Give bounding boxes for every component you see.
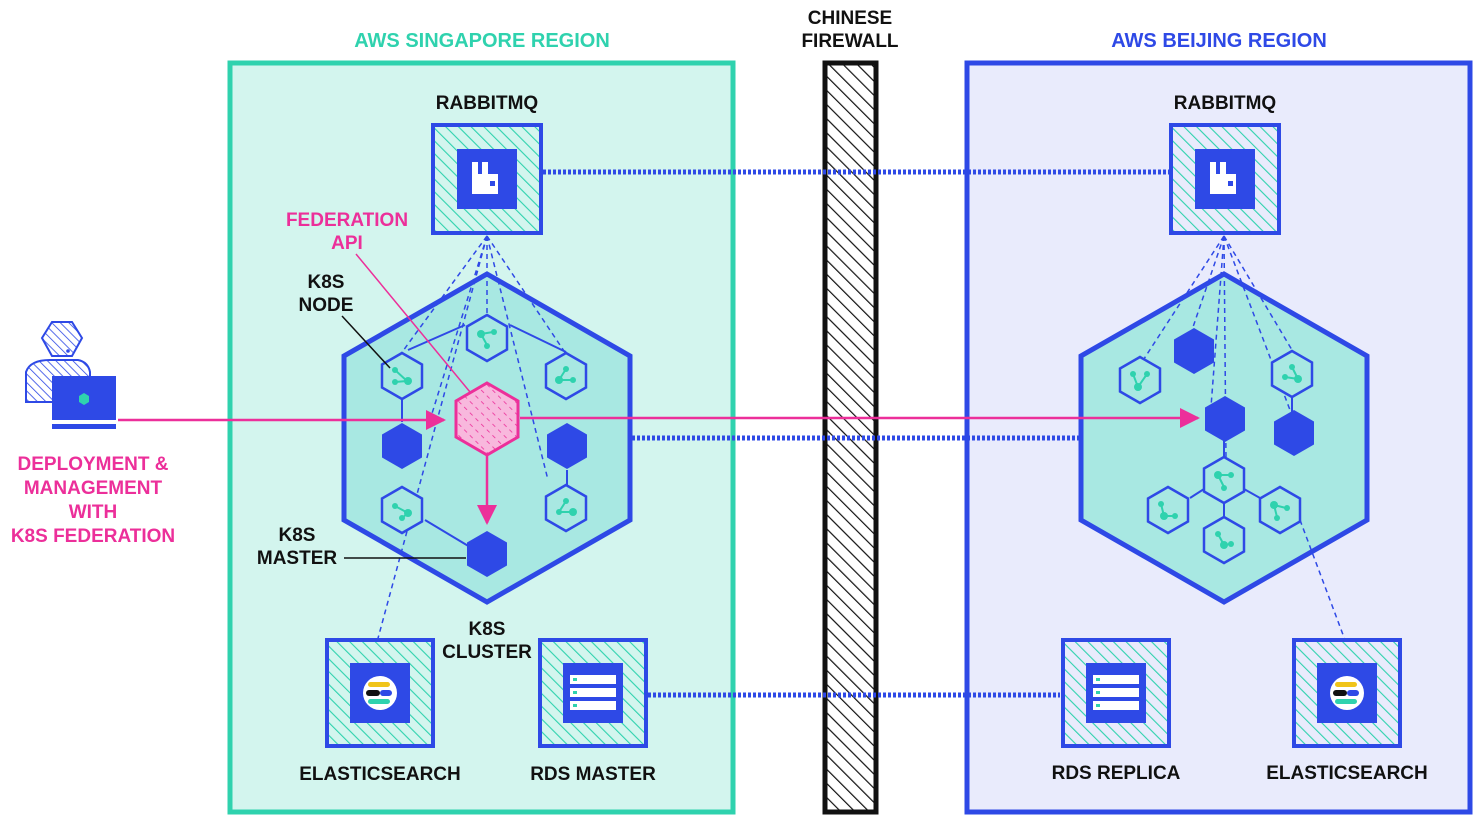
k8s-master-icon	[1274, 410, 1314, 456]
federation-arrows	[118, 253, 1200, 525]
singapore-rds-label: RDS MASTER	[530, 764, 656, 785]
firewall-label-line1: CHINESE	[808, 8, 892, 29]
k8s-node-icon	[544, 483, 588, 533]
federation-api-pointer	[355, 253, 471, 393]
k8s-cluster-label-line2: CLUSTER	[442, 642, 532, 663]
user-label-line3: WITH	[69, 502, 118, 523]
k8s-node-icon	[465, 313, 509, 363]
callout-lines	[341, 315, 466, 559]
federation-api-label-line2: API	[331, 233, 363, 254]
k8s-node-icon	[1258, 485, 1302, 535]
k8s-master-icon	[467, 531, 507, 577]
k8s-node-icon	[380, 485, 424, 535]
beijing-region-title: AWS BEIJING REGION	[1111, 30, 1327, 52]
k8s-node-icon	[1270, 349, 1314, 399]
federation-api-hexagon	[454, 381, 520, 457]
k8s-node-icon	[1202, 515, 1246, 565]
k8s-master-label-line1: K8S	[279, 525, 316, 546]
k8s-master-icon	[382, 423, 422, 469]
singapore-region-title: AWS SINGAPORE REGION	[354, 30, 610, 52]
singapore-rabbitmq-fanout	[376, 235, 567, 643]
beijing-rabbitmq	[1169, 123, 1281, 235]
singapore-elasticsearch-label: ELASTICSEARCH	[299, 764, 461, 785]
elasticsearch-icon	[363, 676, 397, 710]
k8s-master-icon	[1174, 328, 1214, 374]
database-server-icon	[570, 675, 616, 710]
k8s-node-icon	[380, 351, 424, 401]
beijing-rabbitmq-label: RABBITMQ	[1174, 93, 1276, 114]
beijing-elasticsearch-label: ELASTICSEARCH	[1266, 763, 1428, 784]
singapore-cluster-edges	[401, 324, 568, 548]
k8s-master-label-line2: MASTER	[257, 548, 338, 569]
k8s-node-icon	[1146, 485, 1190, 535]
beijing-nodes	[1118, 328, 1314, 565]
firewall-label-line2: FIREWALL	[801, 31, 898, 52]
elasticsearch-icon	[1330, 676, 1364, 710]
federation-api-label-line1: FEDERATION	[286, 210, 408, 231]
k8s-master-icon	[547, 423, 587, 469]
singapore-rabbitmq-label: RABBITMQ	[436, 93, 538, 114]
database-server-icon	[1093, 675, 1139, 710]
user-label-line1: DEPLOYMENT &	[18, 454, 169, 475]
k8s-node-label-line2: NODE	[299, 295, 354, 316]
beijing-rds-label: RDS REPLICA	[1052, 763, 1181, 784]
singapore-elasticsearch	[325, 638, 435, 748]
k8s-node-icon	[544, 351, 588, 401]
k8s-master-icon	[1205, 396, 1245, 442]
k8s-node-icon	[1202, 455, 1246, 505]
singapore-nodes	[380, 313, 588, 577]
beijing-cluster-edges	[1189, 396, 1293, 516]
user-with-laptop-icon	[25, 321, 116, 429]
k8s-node-label-line1: K8S	[308, 272, 345, 293]
beijing-elasticsearch	[1292, 638, 1402, 748]
k8s-node-pointer	[341, 315, 391, 369]
k8s-cluster-label-line1: K8S	[469, 619, 506, 640]
replication-links	[543, 169, 1169, 698]
user-label-line2: MANAGEMENT	[24, 478, 163, 499]
k8s-node-icon	[1118, 355, 1162, 405]
singapore-rds	[538, 638, 648, 748]
singapore-rabbitmq	[431, 123, 543, 235]
beijing-rabbitmq-fanout	[1139, 235, 1346, 641]
user-label-line4: K8S FEDERATION	[11, 526, 175, 547]
beijing-rds	[1061, 638, 1171, 748]
